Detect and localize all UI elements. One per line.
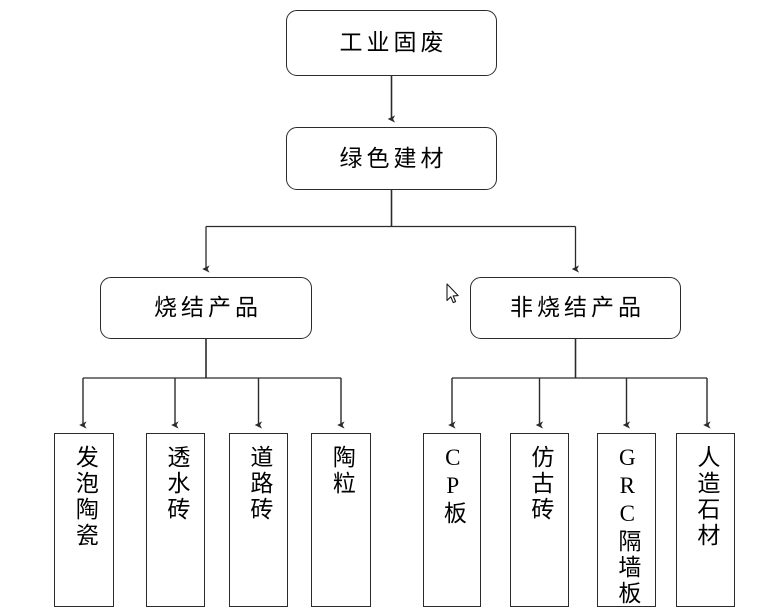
node-label: GRC隔墙板 bbox=[614, 445, 640, 607]
node-grc-partition-board[interactable]: GRC隔墙板 bbox=[597, 433, 656, 607]
node-artificial-stone[interactable]: 人造石材 bbox=[676, 433, 735, 607]
mouse-cursor-icon bbox=[446, 283, 459, 304]
node-label: 发泡陶瓷 bbox=[72, 445, 98, 549]
node-antique-brick[interactable]: 仿古砖 bbox=[510, 433, 569, 607]
node-label: 工业固废 bbox=[339, 30, 448, 56]
node-label: 绿色建材 bbox=[339, 145, 448, 171]
node-label: 非烧结产品 bbox=[510, 295, 645, 321]
node-ceramsite[interactable]: 陶粒 bbox=[311, 433, 371, 607]
node-cp-board[interactable]: CP板 bbox=[423, 433, 481, 607]
node-label: 道路砖 bbox=[246, 445, 272, 523]
node-label: 烧结产品 bbox=[154, 295, 262, 321]
node-foamed-ceramics[interactable]: 发泡陶瓷 bbox=[54, 433, 114, 607]
node-label: 人造石材 bbox=[693, 445, 719, 549]
node-label: 仿古砖 bbox=[527, 445, 553, 523]
node-green-building-material[interactable]: 绿色建材 bbox=[286, 127, 497, 190]
node-label: 透水砖 bbox=[163, 445, 189, 523]
node-label: CP板 bbox=[440, 445, 466, 527]
node-permeable-brick[interactable]: 透水砖 bbox=[146, 433, 205, 607]
node-sintered-products[interactable]: 烧结产品 bbox=[100, 277, 312, 339]
node-non-sintered-products[interactable]: 非烧结产品 bbox=[470, 277, 681, 339]
node-label: 陶粒 bbox=[329, 445, 355, 497]
node-road-brick[interactable]: 道路砖 bbox=[229, 433, 288, 607]
node-industrial-solid-waste[interactable]: 工业固废 bbox=[286, 10, 497, 76]
